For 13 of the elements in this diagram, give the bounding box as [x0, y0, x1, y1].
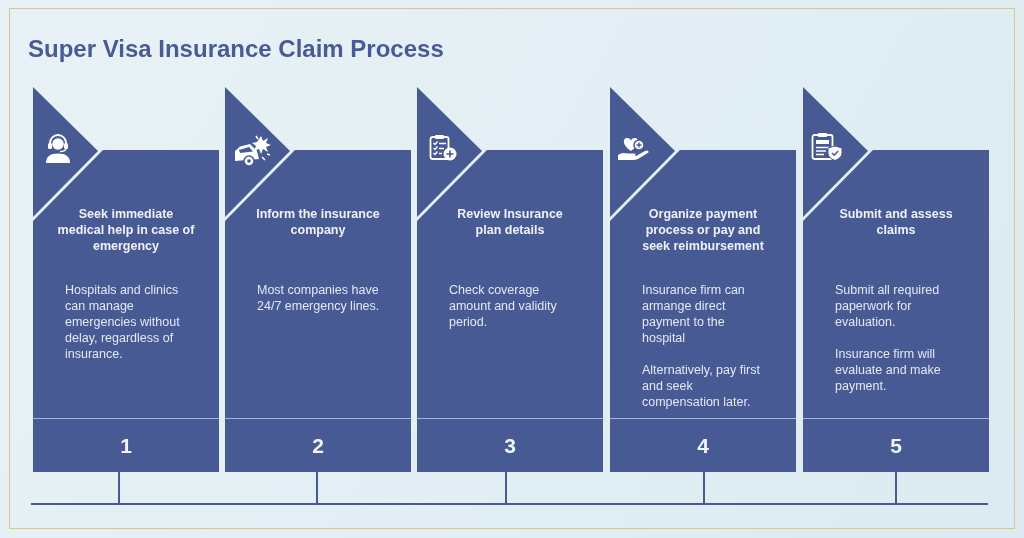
step-heading: Organize payment process or pay and seek reimbursement [641, 206, 765, 254]
step-heading: Review Insurance plan details [456, 206, 564, 238]
step-description: Check coverage amount and validity period. [449, 282, 558, 330]
step-description: Hospitals and clinics can manage emergencies without delay, regardless of insurance. [65, 282, 181, 362]
step-description: Insurance firm can armange direct payment to the hospital [642, 282, 746, 346]
step-heading: Seek immediate medical help in case of emergency [57, 206, 195, 254]
step-heading: Inform the insurance company [255, 206, 381, 238]
step-heading: Submit and assess claims [838, 206, 954, 238]
step-description: Most companies have 24/7 emergency lines. [257, 282, 381, 314]
step-description: Insurance firm will evaluate and make payment. [835, 346, 942, 394]
title: Super Visa Insurance Claim Process [28, 34, 444, 64]
step-description: Submit all required paperwork for evaluation. [835, 282, 941, 330]
step-description: Alternatively, pay first and seek compensation later. [642, 362, 761, 410]
